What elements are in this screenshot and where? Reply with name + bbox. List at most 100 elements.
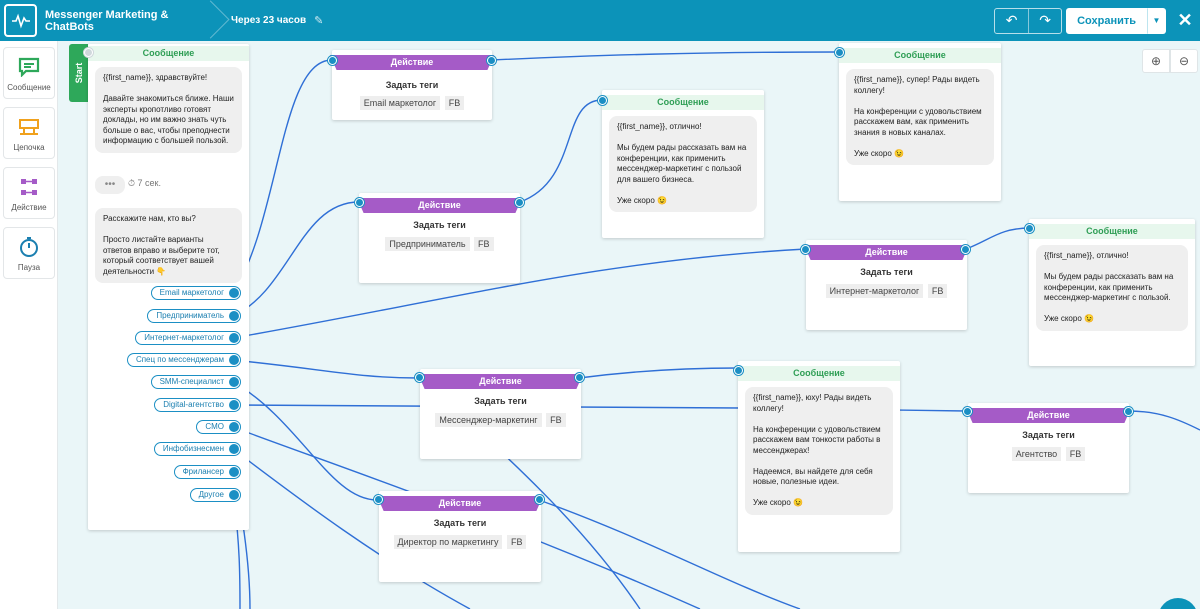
tag-list: Директор по маркетингу FB	[379, 535, 541, 549]
connector-dot[interactable]	[229, 377, 239, 387]
message-node-messenger[interactable]: Сообщение {{first_name}}, юху! Рады виде…	[738, 361, 900, 552]
node-header: Действие	[418, 374, 583, 389]
input-dot[interactable]	[1025, 224, 1034, 233]
action-node-entrepreneur[interactable]: Действие Задать теги Предприниматель FB	[357, 193, 522, 283]
input-dot[interactable]	[355, 198, 364, 207]
input-dot[interactable]	[598, 96, 607, 105]
message-node-email[interactable]: Сообщение {{first_name}}, супер! Рады ви…	[839, 43, 1001, 201]
channel-tag: FB	[506, 535, 527, 549]
tag: Предприниматель	[385, 237, 470, 251]
edit-pencil-icon[interactable]: ✎	[314, 15, 324, 27]
action-icon	[18, 175, 40, 199]
app-title: Messenger Marketing & ChatBots	[45, 8, 169, 33]
typing-indicator: •••	[95, 176, 125, 194]
action-node-messenger[interactable]: Действие Задать теги Мессенджер-маркетин…	[418, 369, 583, 459]
input-dot[interactable]	[835, 48, 844, 57]
channel-tag: FB	[1065, 447, 1086, 461]
channel-tag: FB	[474, 237, 494, 251]
output-dot[interactable]	[515, 198, 524, 207]
redo-button[interactable]: ↷	[1028, 8, 1061, 33]
node-header: Сообщение	[602, 95, 764, 110]
action-title: Задать теги	[385, 80, 439, 90]
close-icon[interactable]: ✕	[1177, 10, 1193, 30]
message-icon	[18, 55, 40, 79]
connector-dot[interactable]	[229, 490, 239, 500]
connector-dot[interactable]	[229, 311, 239, 321]
answer-button-entrepreneur[interactable]: Предприниматель	[147, 309, 241, 323]
tool-pause[interactable]: Пауза	[3, 227, 55, 279]
zoom-out-icon[interactable]: ⊖	[1170, 49, 1198, 73]
output-dot[interactable]	[535, 495, 544, 504]
tag: Email маркетолог	[359, 96, 441, 110]
tag: Агентство	[1011, 447, 1062, 461]
output-dot[interactable]	[1124, 407, 1133, 416]
save-dropdown-icon[interactable]: ▼	[1147, 7, 1166, 34]
tag-list: Email маркетолог FB	[332, 96, 492, 110]
input-dot[interactable]	[963, 407, 972, 416]
input-dot[interactable]	[734, 366, 743, 375]
tool-label: Действие	[11, 202, 47, 212]
input-dot[interactable]	[374, 495, 383, 504]
save-button[interactable]: Сохранить	[1066, 7, 1147, 34]
connector-dot[interactable]	[229, 422, 239, 432]
connector-dot[interactable]	[229, 355, 239, 365]
message-bubble: {{first_name}}, юху! Рады видеть коллегу…	[745, 387, 893, 515]
output-dot[interactable]	[961, 245, 970, 254]
flow-name: Через 23 часов	[231, 15, 307, 26]
tag-list: Интернет-маркетолог FB	[806, 284, 967, 298]
answer-button-freelancer[interactable]: Фрилансер	[173, 465, 241, 479]
action-node-marketing-director[interactable]: Действие Задать теги Директор по маркети…	[377, 491, 543, 582]
chain-icon	[18, 115, 40, 139]
message-node-internet-marketer[interactable]: Сообщение {{first_name}}, отлично! Мы бу…	[1029, 219, 1195, 366]
zoom-in-icon[interactable]: ⊕	[1142, 49, 1170, 73]
delay-label: ⏱ 7 сек.	[128, 178, 161, 188]
tool-label: Сообщение	[7, 82, 51, 92]
answer-button-cmo[interactable]: CMO	[196, 420, 241, 434]
action-node-email[interactable]: Действие Задать теги Email маркетолог FB	[330, 50, 494, 120]
answer-button-smm[interactable]: SMM-специалист	[150, 375, 241, 389]
action-title: Задать теги	[433, 518, 487, 528]
action-node-internet-marketer[interactable]: Действие Задать теги Интернет-маркетолог…	[804, 240, 969, 330]
input-dot[interactable]	[801, 245, 810, 254]
start-message-node[interactable]: Сообщение {{first_name}}, здравствуйте! …	[88, 44, 249, 530]
action-title: Задать теги	[474, 396, 527, 406]
message-bubble: {{first_name}}, отлично! Мы будем рады р…	[1036, 245, 1188, 331]
connector-dot[interactable]	[229, 467, 239, 477]
tool-message[interactable]: Сообщение	[3, 47, 55, 99]
action-node-agency[interactable]: Действие Задать теги Агентство FB	[966, 403, 1131, 493]
tool-action[interactable]: Действие	[3, 167, 55, 219]
connector-dot[interactable]	[229, 333, 239, 343]
start-input-dot[interactable]	[84, 48, 93, 57]
answer-button-messenger[interactable]: Спец по мессенджерам	[126, 353, 241, 367]
tool-chain[interactable]: Цепочка	[3, 107, 55, 159]
undo-button[interactable]: ↶	[1005, 12, 1018, 28]
action-title: Задать теги	[1022, 430, 1075, 440]
answer-button-email[interactable]: Email маркетолог	[150, 286, 241, 300]
tool-sidebar: Сообщение Цепочка Действие Пауза	[0, 41, 58, 609]
node-header: Действие	[357, 198, 522, 213]
node-header: Действие	[804, 245, 969, 260]
channel-tag: FB	[927, 284, 948, 298]
input-dot[interactable]	[415, 373, 424, 382]
tool-label: Цепочка	[13, 142, 45, 152]
answer-button-infobiz[interactable]: Инфобизнесмен	[153, 442, 241, 456]
connector-dot[interactable]	[229, 288, 239, 298]
answer-button-other[interactable]: Другое	[189, 488, 241, 502]
action-title: Задать теги	[413, 220, 466, 230]
channel-tag: FB	[546, 413, 566, 427]
input-dot[interactable]	[328, 56, 337, 65]
node-header: Сообщение	[1029, 224, 1195, 239]
answer-button-digital[interactable]: Digital-агентство	[154, 398, 241, 412]
output-dot[interactable]	[575, 373, 584, 382]
tag: Мессенджер-маркетинг	[435, 413, 542, 427]
output-dot[interactable]	[487, 56, 496, 65]
connector-dot[interactable]	[229, 400, 239, 410]
connector-dot[interactable]	[229, 444, 239, 454]
logo-icon[interactable]	[4, 4, 37, 37]
tag-list: Агентство FB	[968, 447, 1129, 461]
message-node-entrepreneur[interactable]: Сообщение {{first_name}}, отлично! Мы бу…	[602, 90, 764, 238]
chat-widget-icon[interactable]	[1158, 598, 1198, 609]
tag-list: Предприниматель FB	[359, 237, 520, 251]
answer-button-internet-marketer[interactable]: Интернет-маркетолог	[135, 331, 241, 345]
